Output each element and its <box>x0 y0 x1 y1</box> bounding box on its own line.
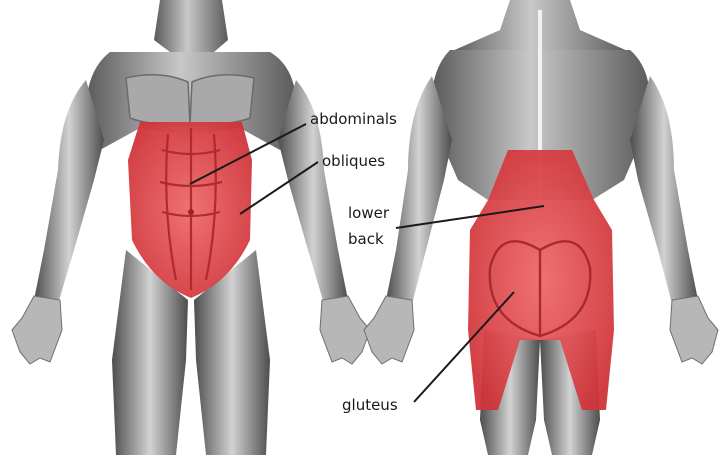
label-back: back <box>348 230 384 248</box>
back-right-hand <box>670 296 718 364</box>
front-left-hand <box>12 296 62 364</box>
label-gluteus: gluteus <box>342 396 398 414</box>
label-abdominals: abdominals <box>310 110 397 128</box>
back-left-hand <box>364 296 414 364</box>
navel <box>188 209 194 215</box>
front-body-figure <box>12 0 370 455</box>
back-body-figure <box>364 0 718 455</box>
front-right-hand <box>320 296 370 364</box>
label-lower: lower <box>348 204 390 222</box>
back-right-arm <box>630 76 698 304</box>
label-obliques: obliques <box>322 152 385 170</box>
front-left-arm <box>34 80 104 304</box>
front-neck <box>154 0 228 52</box>
